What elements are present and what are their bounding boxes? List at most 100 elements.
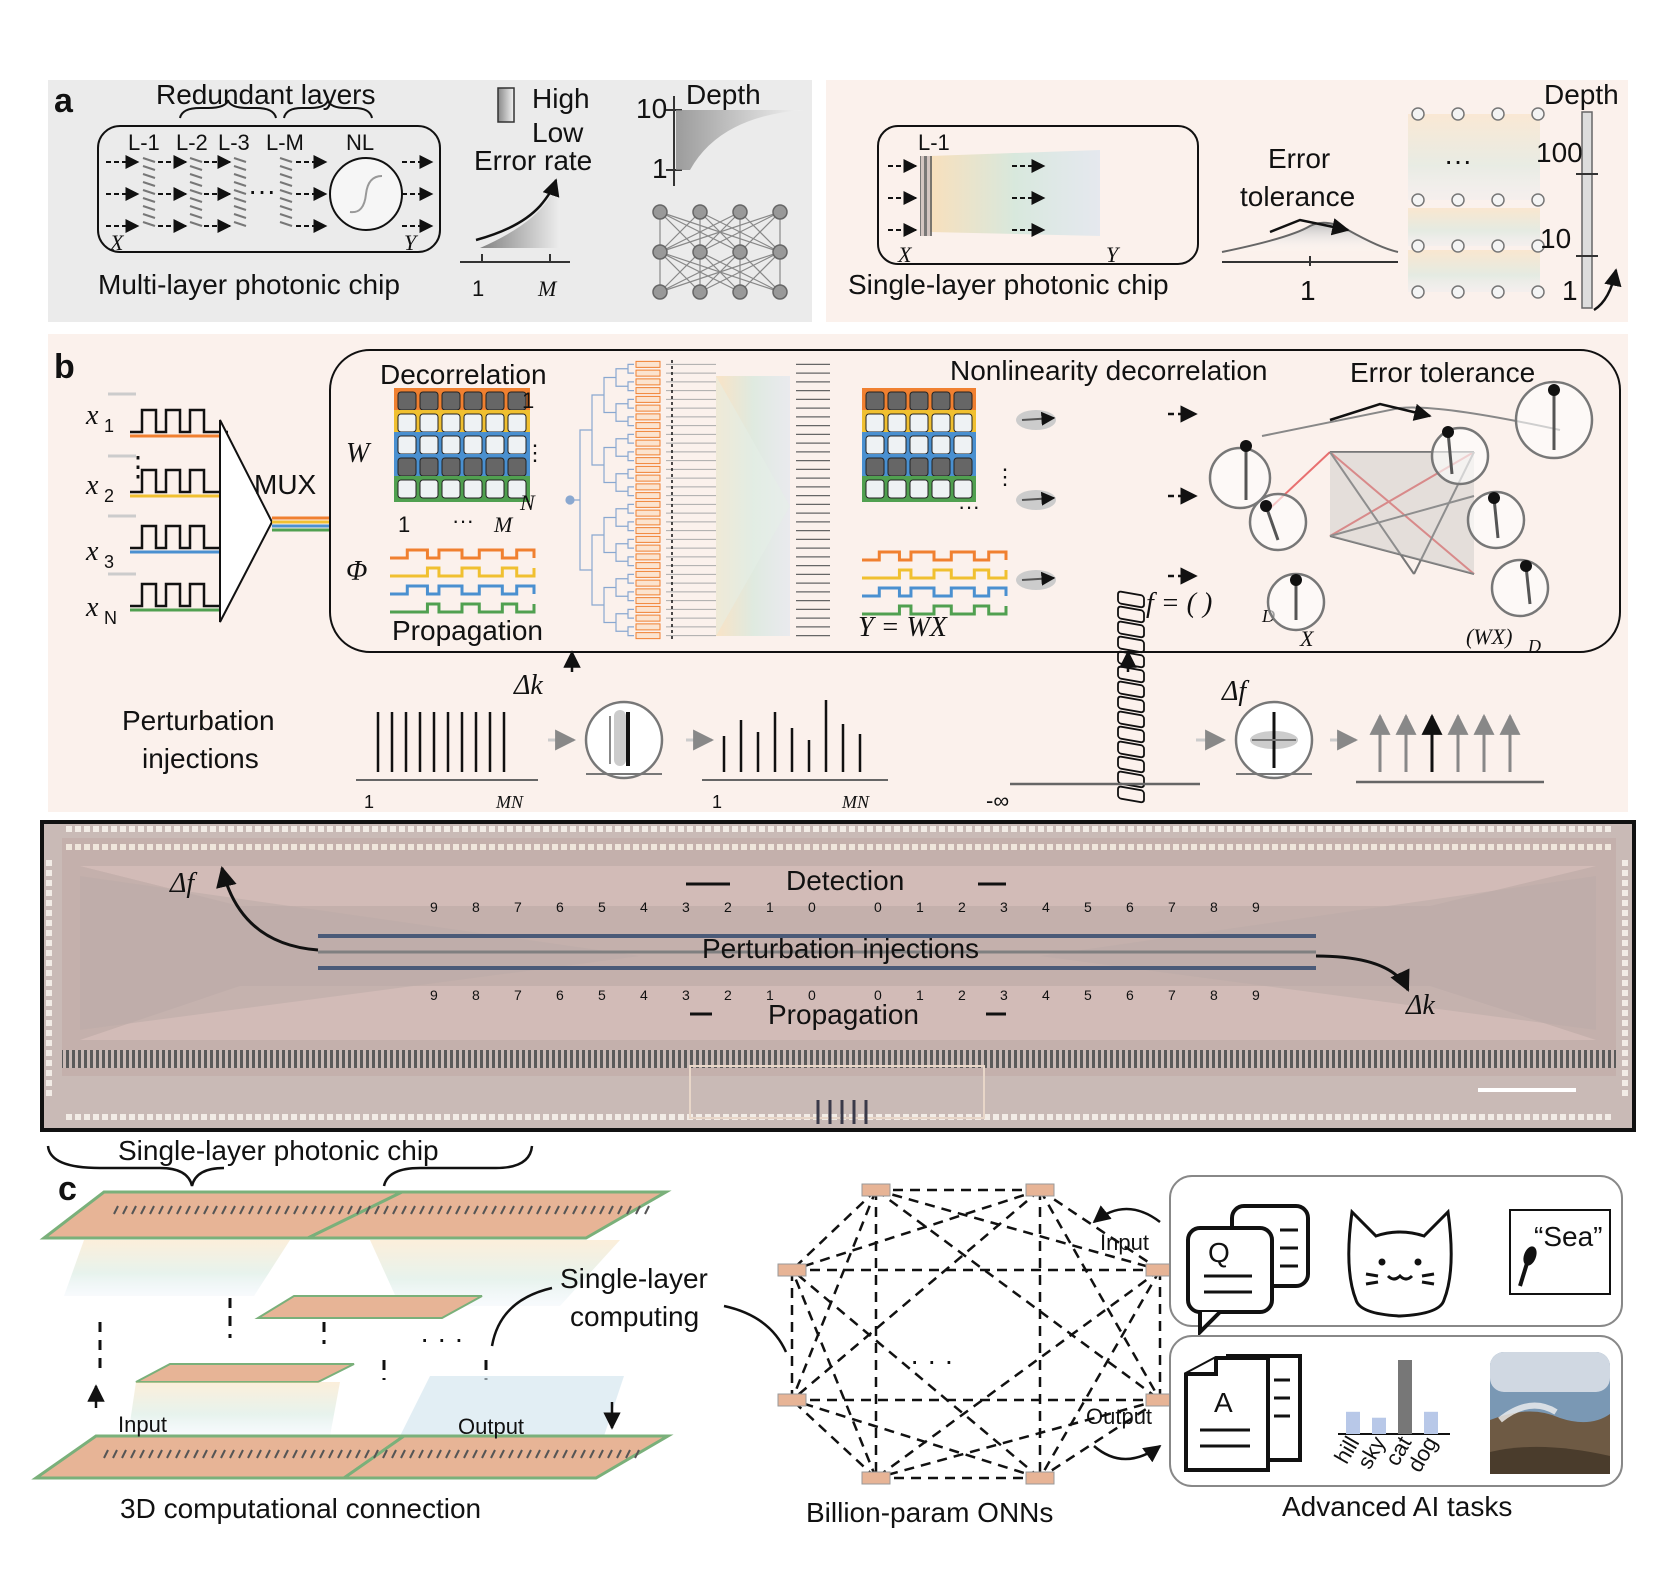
matrix-cell [887, 457, 907, 477]
bond-pad [84, 844, 90, 850]
bond-pad [750, 826, 756, 832]
slab-tooth [553, 1449, 559, 1459]
computing-curve-right [723, 1304, 788, 1353]
wx-sub: D [1527, 636, 1541, 656]
bond-pad [921, 826, 927, 832]
photodetector [1117, 710, 1145, 729]
perturbation-label-1: Perturbation [122, 705, 275, 736]
bond-pad [1083, 844, 1089, 850]
phase-modulator-bar-1 [614, 710, 626, 766]
delta-f-b: Δf [1221, 676, 1249, 707]
phasor-circle [1248, 492, 1308, 552]
matrix-cell [485, 435, 505, 455]
bond-pad [822, 826, 828, 832]
slab-tooth [634, 1449, 640, 1459]
slab-tooth [337, 1449, 343, 1459]
phasor-bob [1520, 560, 1532, 572]
phasor-bob [1488, 492, 1500, 504]
panel-label-b: b [54, 348, 75, 386]
bond-pad [1479, 826, 1485, 832]
tree-branch [622, 486, 634, 497]
doc-lines [1200, 1378, 1290, 1448]
mlp-node [692, 244, 708, 260]
multilayer-x: X [109, 230, 125, 255]
tree-branch [574, 429, 586, 571]
photodetector-column [1117, 590, 1145, 804]
matrix-cell [485, 457, 505, 477]
tree-branch [622, 398, 634, 409]
bond-pad [363, 1114, 369, 1120]
bond-pad [498, 826, 504, 832]
panel-label-a: a [54, 82, 74, 120]
bond-pad [1533, 826, 1539, 832]
depth-node [1451, 107, 1465, 121]
slab-tooth [472, 1449, 478, 1459]
tree-branch [622, 468, 634, 479]
slab-tooth [581, 1205, 587, 1215]
bond-pad [1622, 890, 1628, 896]
bond-pad [1137, 1114, 1143, 1120]
bond-pad [1389, 1114, 1395, 1120]
bond-pad [201, 844, 207, 850]
bond-pad [1011, 1114, 1017, 1120]
legend-low: Low [532, 117, 584, 148]
bond-pad [993, 844, 999, 850]
bond-pad [46, 1040, 52, 1046]
depth-10-right: 10 [1540, 223, 1571, 254]
bond-pad [1101, 1114, 1107, 1120]
comb-a-mn: MN [495, 792, 524, 812]
bond-pad [46, 1020, 52, 1026]
bond-pad [912, 844, 918, 850]
phasor-circle [1208, 446, 1272, 510]
phasor-circles [1208, 380, 1594, 632]
bond-pad [1461, 1114, 1467, 1120]
phasor-circle [1490, 558, 1550, 618]
photodetector [1117, 665, 1145, 684]
slab-tooth [167, 1205, 173, 1215]
bond-pad [1569, 844, 1575, 850]
input-x3-sub: 3 [104, 552, 114, 572]
slab-tooth [185, 1205, 191, 1215]
multilayer-y: Y [404, 230, 419, 255]
bond-pad [507, 1114, 513, 1120]
chip-digit-top: 6 [556, 899, 564, 915]
input-x2: x [85, 470, 99, 501]
photodetector [1117, 725, 1145, 744]
slab-tooth [437, 1205, 443, 1215]
bond-pad [975, 826, 981, 832]
slab-tooth [292, 1449, 298, 1459]
bond-pad [588, 826, 594, 832]
bottom-fan-right [400, 1376, 624, 1436]
chip-bond-pads-bottom [66, 1114, 1611, 1120]
slab-tooth [130, 1449, 136, 1459]
bar-dog [1424, 1411, 1438, 1434]
nonlinearity-label: Nonlinearity decorrelation [950, 355, 1268, 386]
bond-pad [120, 844, 126, 850]
bond-pad [318, 826, 324, 832]
orange-modulator-column [635, 360, 661, 640]
bond-pad [1622, 1040, 1628, 1046]
bond-pad [1515, 1114, 1521, 1120]
chip-grating-array [62, 1050, 1616, 1068]
bond-pad [660, 1114, 666, 1120]
bond-pad [876, 844, 882, 850]
chip-digit-top: 4 [1042, 899, 1050, 915]
slab-tooth [338, 1205, 344, 1215]
slab-tooth [410, 1205, 416, 1215]
mlp-edge [659, 211, 781, 253]
chip-digit-bottom: 2 [958, 987, 966, 1003]
matrix-row-band [394, 410, 530, 436]
bond-pad [1263, 844, 1269, 850]
bond-pad [1263, 826, 1269, 832]
bond-pad [552, 826, 558, 832]
bond-pad [795, 826, 801, 832]
bond-pad [516, 844, 522, 850]
singlelayer-chip-box [877, 125, 1199, 265]
mlp-edge [659, 211, 741, 253]
modulator [635, 562, 661, 570]
slab-tooth [131, 1205, 137, 1215]
slab-tooth [284, 1205, 290, 1215]
bond-pad [1622, 960, 1628, 966]
bond-pad [102, 1114, 108, 1120]
bond-pad [84, 1114, 90, 1120]
